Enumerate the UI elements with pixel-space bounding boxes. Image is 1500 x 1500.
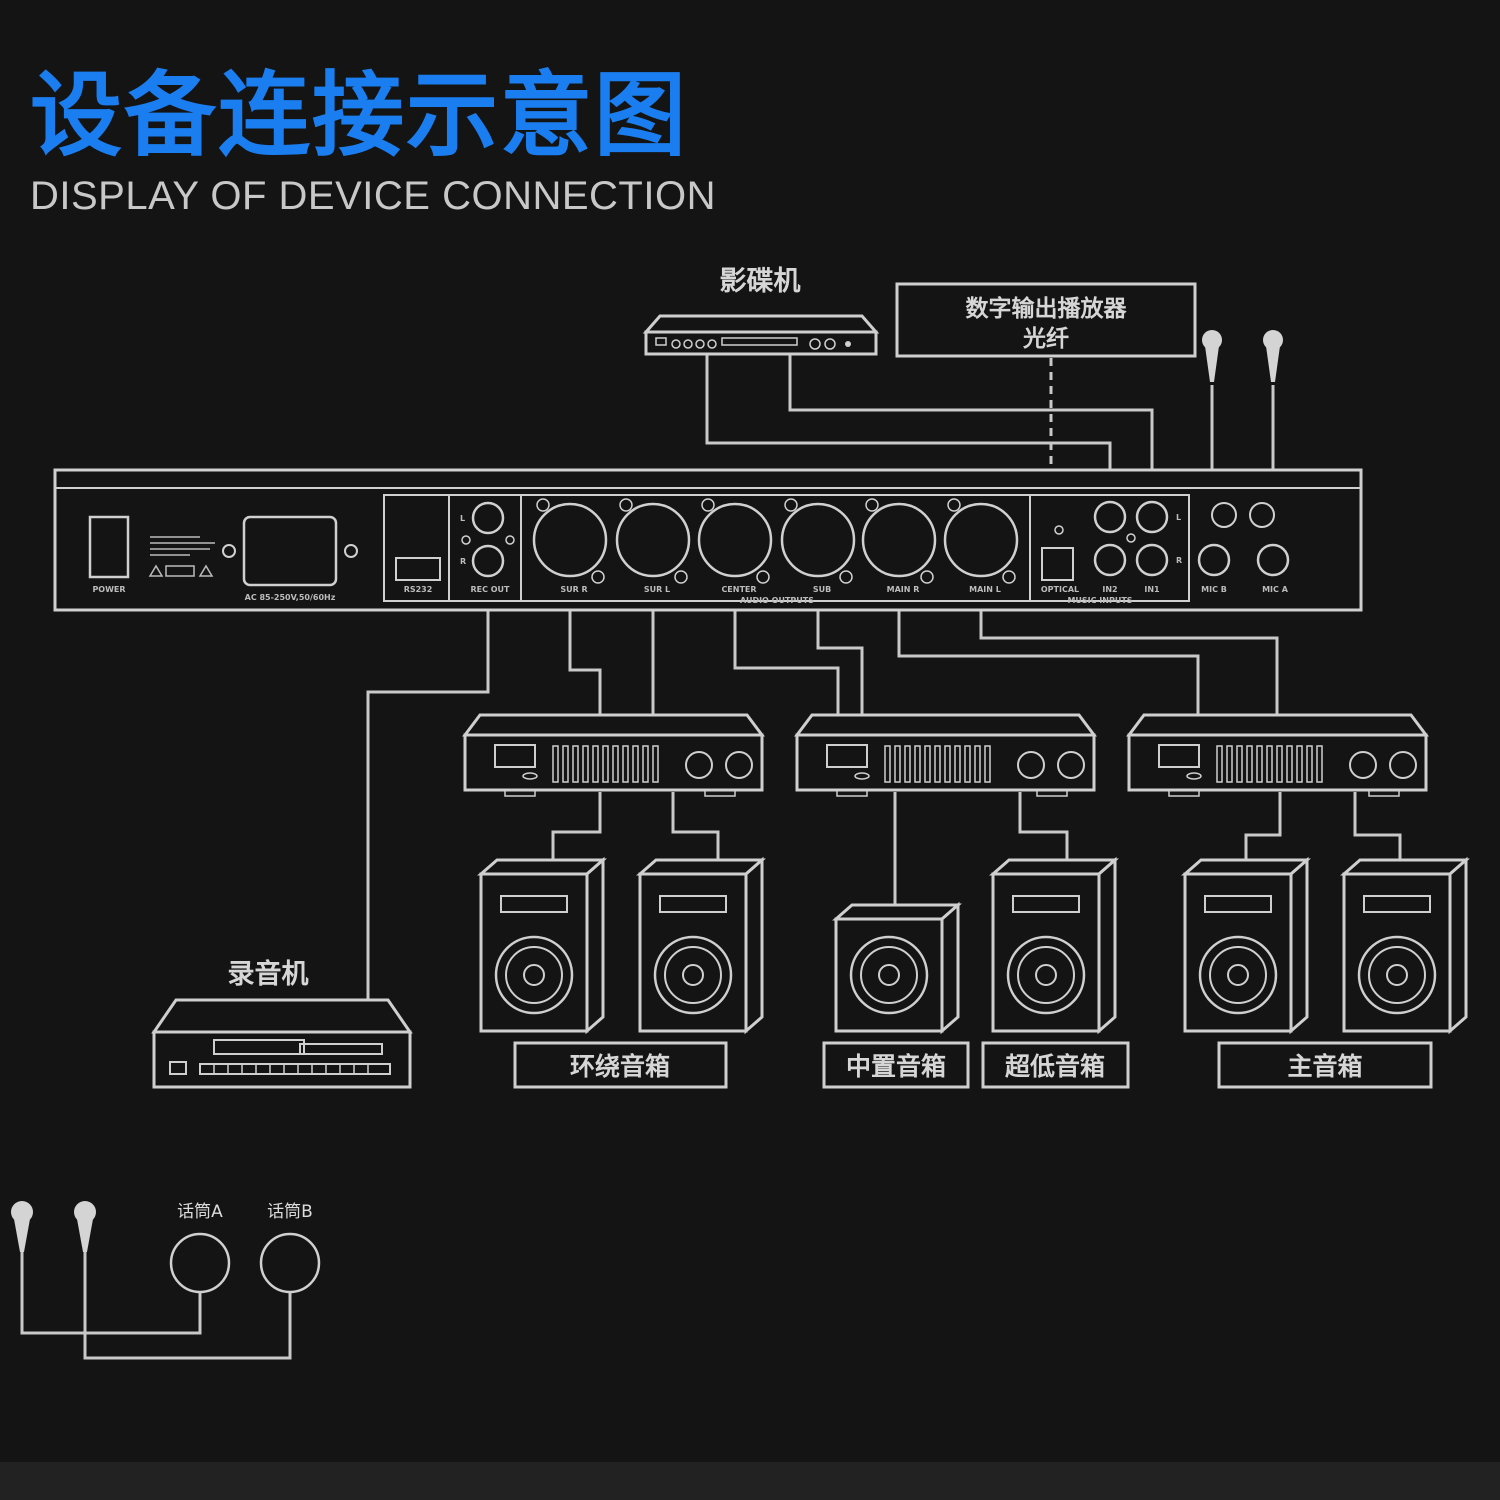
power-label: POWER [92, 585, 125, 594]
output-main-l: MAIN L [943, 498, 1019, 594]
optical-input [1041, 547, 1074, 581]
cable-mic2-jack-b [83, 1250, 292, 1360]
amplifiers [462, 713, 1429, 797]
amplifier-2 [794, 713, 1097, 797]
speakers [477, 856, 1470, 1035]
in1-l-jack [1135, 500, 1169, 534]
speaker-group-labels: 环绕音箱 中置音箱 超低音箱 主音箱 [513, 1041, 1433, 1089]
cable-amp2-spk4 [1018, 792, 1069, 860]
cable-amp1-spk1 [551, 792, 602, 860]
in2-r-jack [1093, 543, 1127, 577]
dvd-player: 影碟机 [642, 266, 880, 356]
bottom-strip [0, 1462, 1500, 1500]
cable-dvd-in1 [788, 355, 1154, 500]
cable-amp3-spk5 [1244, 792, 1282, 860]
dvd-player-label: 影碟机 [720, 266, 801, 297]
cables [20, 355, 1402, 1360]
page-title: 设备连接示意图 [30, 62, 689, 169]
mic-b-label: MIC B [1201, 585, 1227, 594]
mic-jack-b [259, 1232, 321, 1294]
recorder-label: 录音机 [228, 958, 309, 990]
output-label-center: CENTER [721, 585, 756, 594]
mic-jack-b-label: 话筒B [267, 1202, 313, 1222]
mic-a-label: MIC A [1262, 585, 1289, 594]
cable-main-r [897, 588, 1200, 715]
mic-jack-a-label: 话筒A [177, 1202, 223, 1222]
mic-top-a [1263, 330, 1283, 382]
mic-lower-1 [11, 1201, 33, 1252]
cable-amp1-spk2 [671, 792, 720, 860]
cable-sur-r [568, 588, 602, 715]
amplifier-1 [462, 713, 765, 797]
speaker-5 [1181, 856, 1311, 1035]
mic-b-level-knob [1211, 502, 1237, 528]
digital-player-label: 数字输出播放器 [966, 295, 1128, 322]
output-label-sub: SUB [813, 585, 831, 594]
rs232-label: RS232 [404, 585, 433, 594]
rs232-port [395, 557, 441, 581]
cable-amp3-spk6 [1353, 792, 1402, 860]
svg-text:L: L [460, 514, 465, 523]
speaker-1 [477, 856, 607, 1035]
music-inputs-label: MUSIC INPUTS [1067, 596, 1132, 605]
in1-label: IN1 [1144, 585, 1160, 594]
audio-outputs-label: AUDIO OUTPUTS [740, 596, 814, 605]
ac-inlet [242, 515, 338, 587]
rec-out-l-jack [471, 501, 505, 535]
output-label-main-l: MAIN L [969, 585, 1001, 594]
mic-a-level-knob [1249, 502, 1275, 528]
output-label-sur-r: SUR R [560, 585, 587, 594]
rec-out-r-jack [471, 544, 505, 578]
cable-rec-out [366, 580, 490, 1000]
output-label-main-r: MAIN R [887, 585, 920, 594]
mic-jack-a [169, 1232, 231, 1294]
optical-label: OPTICAL [1041, 585, 1079, 594]
in1-r-jack [1135, 543, 1169, 577]
svg-text:L: L [1176, 513, 1181, 522]
digital-output-player: 数字输出播放器 光纤 [895, 282, 1197, 358]
output-sur-r: SUR R [532, 498, 608, 594]
cable-mic1-jack-a [20, 1250, 202, 1335]
digital-player-sublabel: 光纤 [1022, 325, 1069, 352]
cable-center [733, 588, 840, 715]
center-speaker-label: 中置音箱 [846, 1052, 946, 1081]
output-main-r: MAIN R [861, 498, 937, 594]
speaker-3 [832, 901, 962, 1035]
rec-out-label: REC OUT [470, 585, 510, 594]
surround-speakers-label: 环绕音箱 [570, 1052, 670, 1081]
output-sur-l: SUR L [615, 498, 691, 594]
main-speakers-label: 主音箱 [1287, 1052, 1362, 1081]
output-label-sur-l: SUR L [644, 585, 670, 594]
mic-lower-2 [74, 1201, 96, 1252]
ac-label: AC 85-250V,50/60Hz [245, 593, 336, 602]
svg-text:R: R [460, 557, 466, 566]
page-subtitle: DISPLAY OF DEVICE CONNECTION [30, 174, 716, 218]
mic-top-b [1202, 330, 1222, 382]
processor-rear-panel: POWER AC 85-250V,50/60Hz RS232 [53, 468, 1363, 612]
mic-b-jack [1197, 543, 1231, 577]
in2-label: IN2 [1102, 585, 1117, 594]
svg-text:R: R [1176, 556, 1182, 565]
audio-outputs: SUR R SUR L CENTER SUB MAIN R MAIN L [532, 498, 1019, 594]
amplifier-3 [1126, 713, 1429, 797]
output-sub: SUB [780, 498, 856, 594]
output-center: CENTER [697, 498, 773, 594]
speaker-2 [636, 856, 766, 1035]
mic-a-jack [1256, 543, 1290, 577]
speaker-4 [989, 856, 1119, 1035]
subwoofer-label: 超低音箱 [1005, 1052, 1105, 1081]
speaker-6 [1340, 856, 1470, 1035]
recorder: 录音机 [151, 958, 413, 1089]
cable-main-l [979, 588, 1279, 715]
in2-l-jack [1093, 500, 1127, 534]
power-switch [88, 515, 130, 579]
cable-sub [816, 588, 864, 715]
